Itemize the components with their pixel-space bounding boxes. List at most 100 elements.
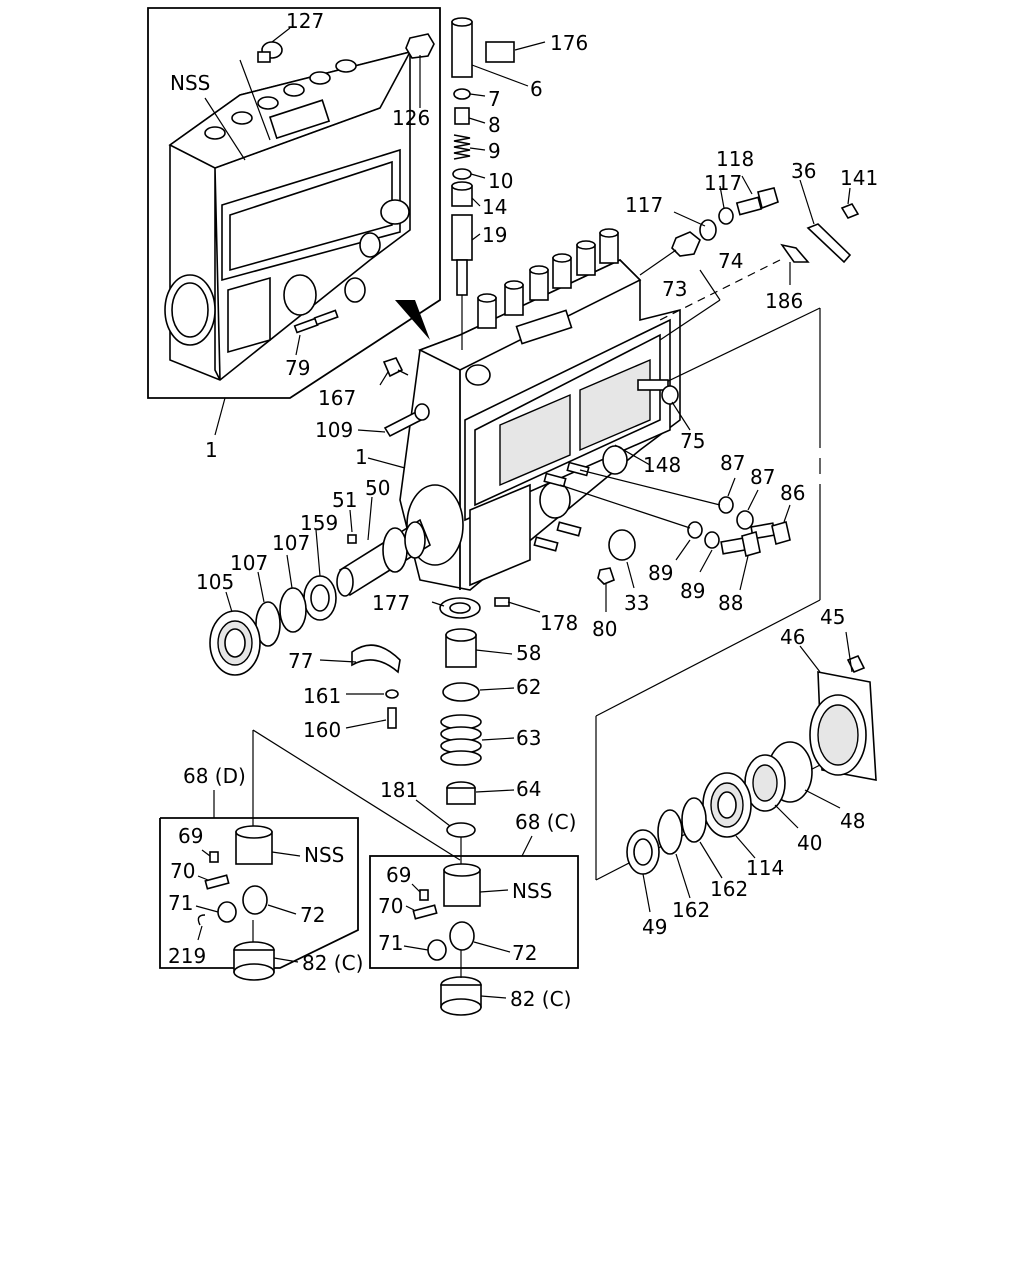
label-186: 186 bbox=[765, 289, 803, 313]
label-33: 33 bbox=[624, 591, 649, 615]
bolt-160-icon bbox=[387, 707, 397, 729]
label-7: 7 bbox=[488, 87, 501, 111]
label-d71: 71 bbox=[168, 891, 193, 915]
label-109: 109 bbox=[315, 418, 353, 442]
label-126: 126 bbox=[392, 106, 430, 130]
label-c-nss: NSS bbox=[512, 879, 552, 903]
label-105: 105 bbox=[196, 570, 234, 594]
label-89a: 89 bbox=[648, 561, 673, 585]
label-160: 160 bbox=[303, 718, 341, 742]
label-87a: 87 bbox=[720, 451, 745, 475]
label-d72: 72 bbox=[300, 903, 325, 927]
label-148: 148 bbox=[643, 453, 681, 477]
part-19-icon bbox=[451, 214, 473, 296]
d-pin-69-icon bbox=[209, 851, 219, 863]
label-162b: 162 bbox=[672, 898, 710, 922]
c-bush-72-icon bbox=[449, 921, 475, 951]
d-clip-219-icon bbox=[197, 914, 206, 926]
screw-141-icon bbox=[840, 203, 860, 219]
seal-49-icon bbox=[626, 829, 660, 875]
bearing-105-icon bbox=[209, 610, 261, 676]
part-176-icon bbox=[485, 41, 515, 63]
label-87b: 87 bbox=[750, 465, 775, 489]
label-86: 86 bbox=[780, 481, 805, 505]
part-117b-icon bbox=[699, 219, 717, 241]
label-nss-top: NSS bbox=[170, 71, 210, 95]
label-1-top: 1 bbox=[205, 438, 218, 462]
label-6: 6 bbox=[530, 77, 543, 101]
studs-icon bbox=[533, 461, 590, 552]
label-64: 64 bbox=[516, 777, 541, 801]
label-1-mid: 1 bbox=[355, 445, 368, 469]
c-part-82-icon bbox=[440, 976, 482, 1016]
key-51-icon bbox=[347, 534, 357, 544]
washer-89b-icon bbox=[704, 531, 720, 549]
part-9-icon bbox=[453, 134, 471, 160]
label-d-nss: NSS bbox=[304, 843, 344, 867]
label-159: 159 bbox=[300, 511, 338, 535]
label-68c: 68 (C) bbox=[515, 810, 576, 834]
label-d70: 70 bbox=[170, 859, 195, 883]
label-45: 45 bbox=[820, 605, 845, 629]
left-fittings: 167 109 1 bbox=[315, 357, 430, 469]
c-roller-71-icon bbox=[427, 939, 447, 961]
label-176: 176 bbox=[550, 31, 588, 55]
washer-181-icon bbox=[446, 822, 476, 838]
label-49: 49 bbox=[642, 915, 667, 939]
label-51: 51 bbox=[332, 488, 357, 512]
label-73: 73 bbox=[662, 277, 687, 301]
label-181: 181 bbox=[380, 778, 418, 802]
clip-186-icon bbox=[780, 243, 810, 263]
washer-161-icon bbox=[385, 689, 399, 699]
label-40: 40 bbox=[797, 831, 822, 855]
end-cover-group: 45 46 48 40 114 162 162 49 bbox=[626, 605, 877, 939]
shim-162b-icon bbox=[657, 809, 683, 855]
label-c71: 71 bbox=[378, 931, 403, 955]
delivery-valve-2-icon bbox=[504, 280, 524, 316]
label-46: 46 bbox=[780, 625, 805, 649]
label-9: 9 bbox=[488, 139, 501, 163]
label-68d: 68 (D) bbox=[183, 764, 246, 788]
tappet-58-icon bbox=[445, 628, 477, 668]
d-pin-70-icon bbox=[204, 874, 230, 890]
label-118: 118 bbox=[716, 147, 754, 171]
label-c82: 82 (C) bbox=[510, 987, 571, 1011]
bolt-167-icon bbox=[382, 357, 409, 378]
label-114: 114 bbox=[746, 856, 784, 880]
part-117a-icon bbox=[671, 231, 701, 257]
label-14: 14 bbox=[482, 195, 507, 219]
bolt-75-icon bbox=[637, 379, 679, 405]
stud-79-icon bbox=[293, 309, 339, 334]
label-10: 10 bbox=[488, 169, 513, 193]
washer-117-icon bbox=[718, 207, 734, 225]
label-88: 88 bbox=[718, 591, 743, 615]
shim-162a-icon bbox=[681, 797, 707, 843]
cover-46-icon bbox=[809, 671, 877, 781]
part-7-icon bbox=[453, 88, 471, 100]
washer-89a-icon bbox=[687, 521, 703, 539]
label-d69: 69 bbox=[178, 824, 203, 848]
label-177: 177 bbox=[372, 591, 410, 615]
label-79: 79 bbox=[285, 356, 310, 380]
d-roller-71-icon bbox=[217, 901, 237, 923]
part-8-icon bbox=[454, 107, 470, 125]
nut-80-icon bbox=[597, 567, 615, 585]
label-c70: 70 bbox=[378, 894, 403, 918]
governor-fittings: 117 117 118 36 141 74 73 186 bbox=[625, 147, 878, 341]
label-c72: 72 bbox=[512, 941, 537, 965]
label-36: 36 bbox=[791, 159, 816, 183]
d-valve-body-icon bbox=[235, 825, 273, 865]
label-d82: 82 (C) bbox=[302, 951, 363, 975]
label-80: 80 bbox=[592, 617, 617, 641]
label-75: 75 bbox=[680, 429, 705, 453]
washer-87a-icon bbox=[718, 496, 734, 514]
camshaft-icon bbox=[336, 518, 431, 597]
delivery-valve-4-icon bbox=[552, 253, 572, 289]
pump-housing bbox=[336, 228, 681, 597]
box-68d: 68 (D) 69 70 71 219 NSS 72 82 (C) bbox=[159, 764, 363, 981]
screw-178-icon bbox=[494, 597, 510, 607]
part-6-icon bbox=[451, 17, 473, 78]
shaft-bearing-stack: 51 50 159 107 107 105 bbox=[196, 476, 390, 676]
part-177-icon bbox=[439, 597, 481, 619]
